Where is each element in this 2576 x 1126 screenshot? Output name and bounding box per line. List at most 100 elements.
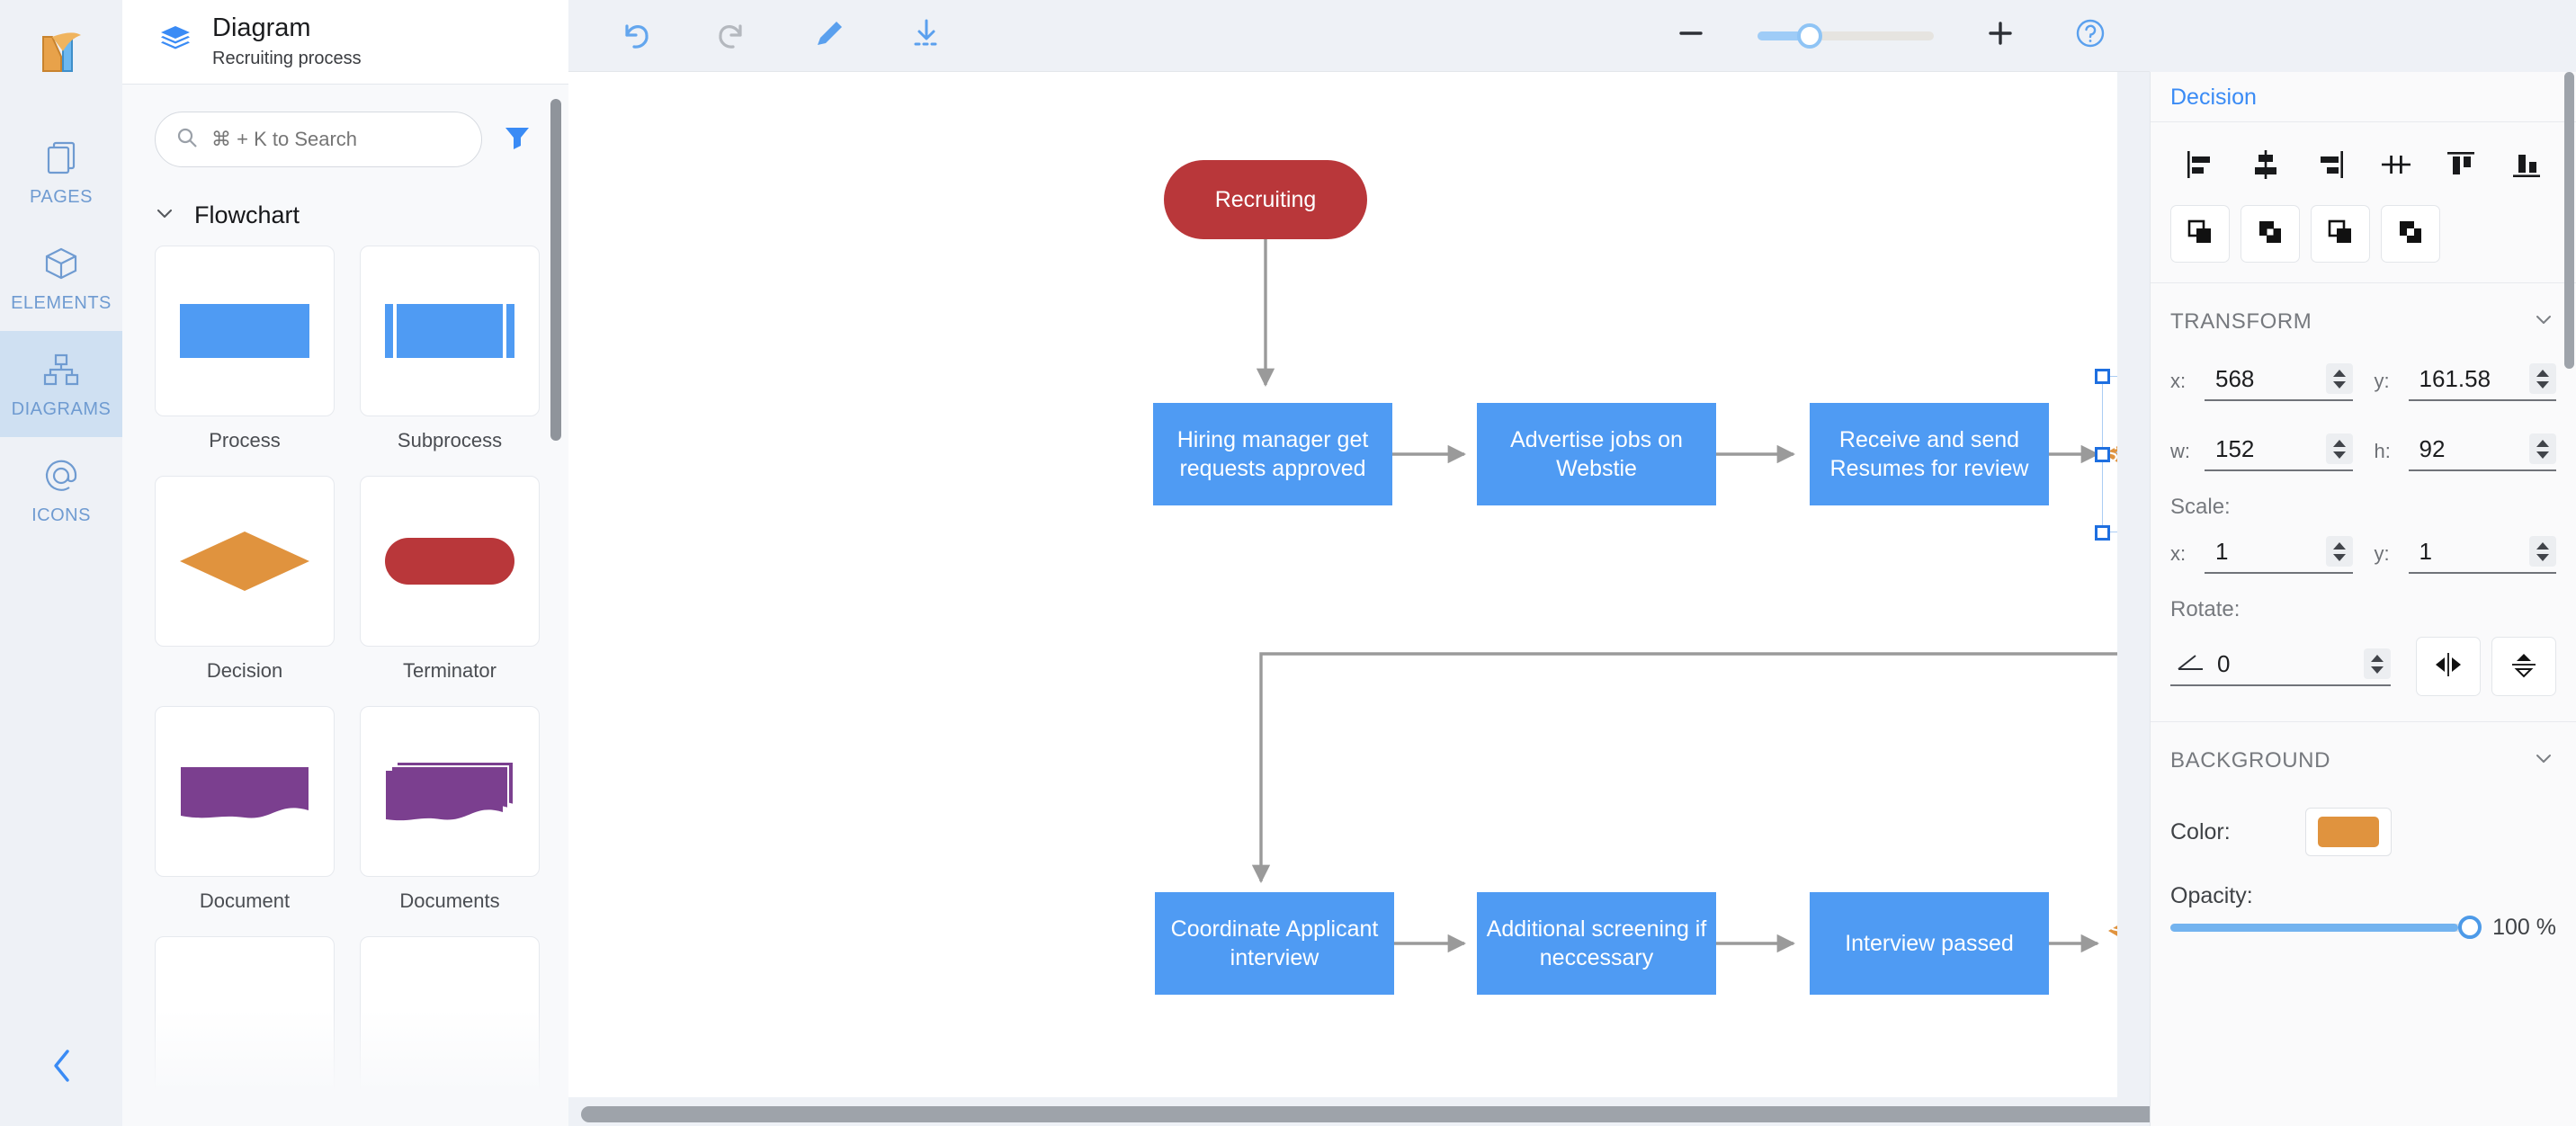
- shape-item-document[interactable]: Document: [155, 706, 335, 913]
- w-input[interactable]: 152: [2205, 432, 2353, 471]
- boolean-subtract-icon: [2254, 216, 2286, 253]
- library-group-flowchart[interactable]: Flowchart: [122, 187, 568, 246]
- scale-x-input[interactable]: 1: [2205, 534, 2353, 574]
- sidebar-item-elements[interactable]: ELEMENTS: [0, 225, 122, 331]
- canvas-horizontal-scrollbar[interactable]: [581, 1106, 2576, 1122]
- moqups-logo-icon[interactable]: [30, 20, 93, 83]
- node-advertise-jobs[interactable]: Advertise jobs on Webstie: [1477, 403, 1716, 505]
- scale-x-stepper[interactable]: [2325, 536, 2353, 567]
- opacity-slider-knob[interactable]: [2458, 916, 2482, 939]
- toolbar-left-group: [568, 13, 950, 59]
- h-input[interactable]: 92: [2408, 432, 2556, 471]
- flip-vertical-button[interactable]: [2491, 637, 2556, 696]
- sidebar-item-label: DIAGRAMS: [11, 398, 112, 419]
- rotate-input[interactable]: 0: [2170, 647, 2391, 686]
- scale-y-input[interactable]: 1: [2408, 534, 2556, 574]
- field-scale-y-label: y:: [2374, 542, 2390, 565]
- background-color-swatch-button[interactable]: [2305, 808, 2392, 856]
- shape-item-partial-b[interactable]: [360, 936, 540, 1107]
- sidebar-item-icons[interactable]: ICONS: [0, 437, 122, 543]
- background-section-header[interactable]: BACKGROUND: [2151, 722, 2576, 791]
- node-hiring-manager[interactable]: Hiring manager get requests approved: [1153, 403, 1392, 505]
- undo-button[interactable]: [612, 13, 658, 59]
- scale-y-stepper[interactable]: [2529, 536, 2556, 567]
- boolean-intersect-button[interactable]: [2311, 205, 2370, 263]
- funnel-icon[interactable]: [502, 122, 532, 157]
- x-stepper[interactable]: [2325, 363, 2353, 394]
- help-button[interactable]: [2067, 13, 2114, 59]
- shape-item-process[interactable]: Process: [155, 246, 335, 452]
- resize-handle-middle-left[interactable]: [2095, 447, 2110, 462]
- zoom-slider-fill: [1758, 31, 1810, 40]
- sidebar-item-diagrams[interactable]: DIAGRAMS: [0, 331, 122, 437]
- scale-label: Scale:: [2170, 495, 2231, 519]
- boolean-union-button[interactable]: [2170, 205, 2230, 263]
- node-label: Suitable candidate found?: [2107, 917, 2117, 943]
- hierarchy-icon: [40, 349, 82, 390]
- search-input[interactable]: [211, 128, 461, 151]
- boolean-exclude-button[interactable]: [2381, 205, 2440, 263]
- sidebar-item-pages[interactable]: PAGES: [0, 119, 122, 225]
- flip-horizontal-icon: [2432, 650, 2464, 684]
- library-scrollbar[interactable]: [550, 99, 561, 441]
- shape-item-terminator[interactable]: Terminator: [360, 476, 540, 683]
- background-color-label: Color:: [2170, 818, 2231, 844]
- shape-item-documents[interactable]: Documents: [360, 706, 540, 913]
- search-box[interactable]: [155, 112, 482, 167]
- node-coordinate-interview[interactable]: Coordinate Applicant interview: [1155, 892, 1394, 995]
- node-interview-passed[interactable]: Interview passed: [1810, 892, 2049, 995]
- node-suitable-candidate-2[interactable]: Suitable candidate found?: [2106, 853, 2117, 1009]
- flip-horizontal-button[interactable]: [2416, 637, 2481, 696]
- align-and-boolean-section: [2151, 122, 2576, 283]
- rotate-value: 0: [2217, 649, 2231, 677]
- node-recruiting[interactable]: Recruiting: [1164, 160, 1367, 239]
- shape-item-partial-a[interactable]: [155, 936, 335, 1107]
- y-stepper[interactable]: [2529, 363, 2556, 394]
- boolean-exclude-icon: [2394, 216, 2427, 253]
- zoom-slider[interactable]: [1758, 22, 1934, 49]
- zoom-in-button[interactable]: [1977, 13, 2024, 59]
- shape-library-panel: Diagram Recruiting process: [122, 0, 568, 1126]
- shape-label: Process: [209, 429, 281, 451]
- shape-label: Document: [199, 889, 291, 912]
- h-stepper[interactable]: [2529, 433, 2556, 464]
- align-right-button[interactable]: [2303, 140, 2358, 192]
- distribute-horizontal-button[interactable]: [2368, 140, 2424, 192]
- transform-section-header[interactable]: TRANSFORM: [2151, 283, 2576, 353]
- zoom-out-button[interactable]: [1668, 13, 1714, 59]
- pen-button[interactable]: [806, 13, 853, 59]
- x-value: 568: [2215, 364, 2255, 392]
- diagram-canvas[interactable]: Recruiting Hiring manager get requests a…: [568, 72, 2117, 1097]
- opacity-slider[interactable]: [2170, 916, 2482, 939]
- x-input[interactable]: 568: [2205, 362, 2353, 401]
- w-stepper[interactable]: [2325, 433, 2353, 464]
- scale-x-value: 1: [2215, 537, 2229, 565]
- boolean-subtract-button[interactable]: [2241, 205, 2300, 263]
- rotate-stepper[interactable]: [2364, 648, 2391, 679]
- transform-header-label: TRANSFORM: [2170, 308, 2312, 334]
- at-sign-icon: [40, 455, 82, 496]
- align-center-horizontal-button[interactable]: [2238, 140, 2294, 192]
- background-opacity-label: Opacity:: [2170, 883, 2253, 908]
- node-additional-screening[interactable]: Additional screening if neccessary: [1477, 892, 1716, 995]
- library-shape-grid: Process Subprocess Decision: [122, 246, 568, 1107]
- collapse-panel-button[interactable]: [0, 1044, 122, 1092]
- y-input[interactable]: 161.58: [2408, 362, 2556, 401]
- node-label: Additional screening if neccessary: [1486, 916, 1707, 970]
- redo-button[interactable]: [709, 13, 756, 59]
- download-button[interactable]: [903, 13, 950, 59]
- resize-handle-bottom-left[interactable]: [2095, 525, 2110, 541]
- properties-scrollbar[interactable]: [2564, 72, 2574, 369]
- align-top-button[interactable]: [2433, 140, 2489, 192]
- align-bottom-button[interactable]: [2499, 140, 2554, 192]
- resize-handle-top-left[interactable]: [2095, 369, 2110, 384]
- align-left-button[interactable]: [2172, 140, 2228, 192]
- node-receive-resumes[interactable]: Receive and send Resumes for review: [1810, 403, 2049, 505]
- zoom-slider-knob[interactable]: [1797, 22, 1822, 49]
- canvas-toolbar: [568, 0, 2150, 72]
- shape-item-decision[interactable]: Decision: [155, 476, 335, 683]
- node-label: Coordinate Applicant interview: [1170, 916, 1379, 970]
- shape-item-subprocess[interactable]: Subprocess: [360, 246, 540, 452]
- node-label: Receive and send Resumes for review: [1829, 427, 2029, 481]
- rotate-row: 0: [2151, 628, 2576, 721]
